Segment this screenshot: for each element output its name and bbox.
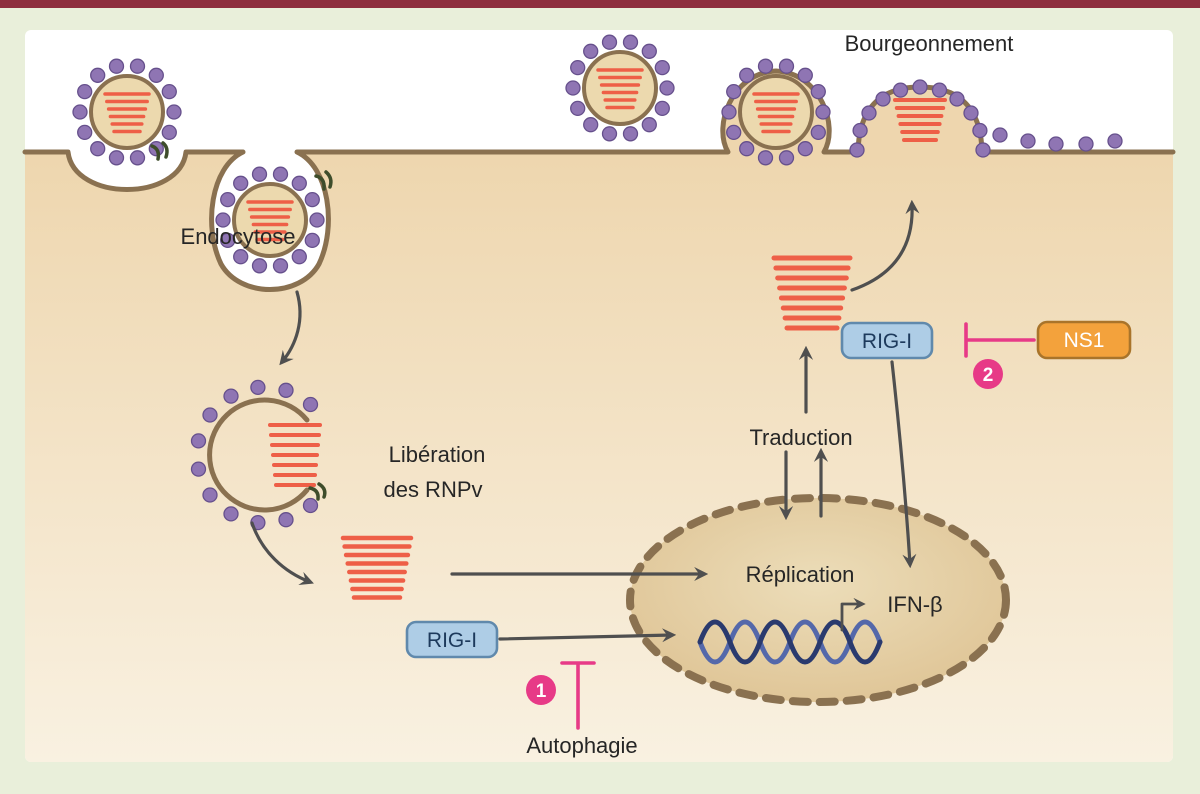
- step-1-badge: 1: [526, 675, 556, 705]
- spike-ring: [721, 58, 831, 166]
- rnp-segments: [103, 92, 151, 134]
- dna-helix-icon: [697, 619, 883, 665]
- receptor-icon: [314, 170, 333, 191]
- rnp-segments: [752, 92, 800, 134]
- ns1-box: NS1: [1036, 320, 1132, 360]
- arrow-to-budding: [850, 199, 920, 292]
- label-replication: Réplication: [746, 562, 855, 587]
- rigi-box-sensor: RIG-I: [840, 321, 934, 360]
- step-2-number: 2: [983, 365, 994, 386]
- step-1-number: 1: [536, 681, 547, 702]
- endosome-release: [190, 379, 327, 531]
- label-traduction: Traduction: [749, 425, 852, 450]
- top-accent-bar: [0, 0, 1200, 8]
- arrow-rnp-release: [250, 521, 314, 586]
- cytoplasm: [25, 71, 1173, 762]
- rnp-stack-cytoplasm: [340, 535, 414, 600]
- inhibition-2-tbar: [964, 322, 1036, 358]
- virion-endocytosed: [215, 166, 325, 274]
- label-endocytose: Endocytose: [181, 224, 296, 249]
- rigi-label: RIG-I: [427, 629, 477, 652]
- arrow-rigi-to-ifn: [890, 360, 917, 569]
- virion-free: [565, 34, 675, 142]
- rnp-segments: [893, 98, 947, 142]
- label-autophagie: Autophagie: [526, 733, 637, 758]
- loose-spikes: [992, 127, 1123, 152]
- spike-ring: [215, 166, 325, 274]
- step-2-badge: 2: [973, 359, 1003, 389]
- nucleus: Réplication IFN-β: [626, 494, 1010, 706]
- rnp-segments: [596, 68, 644, 110]
- rnp-segments: [268, 423, 322, 487]
- transcription-arrow-icon: [840, 597, 866, 632]
- label-ifn-beta: IFN-β: [887, 592, 942, 617]
- spike-ring: [849, 79, 991, 158]
- inhibition-1-tbar: [560, 661, 596, 730]
- spike-ring: [565, 34, 675, 142]
- rnp-segments: [246, 200, 294, 242]
- label-bourgeonnement: Bourgeonnement: [845, 31, 1014, 56]
- label-liberation-2: des RNPv: [383, 477, 482, 502]
- rigi-label: RIG-I: [862, 330, 912, 353]
- virion-budding: [721, 58, 831, 166]
- rnp-stack-traduction: [771, 255, 853, 331]
- virion-attaching: [72, 58, 182, 166]
- arrow-endocytosis-progress: [279, 290, 302, 366]
- receptor-icon: [150, 141, 169, 161]
- spike-ring: [190, 379, 319, 531]
- spike-ring: [72, 58, 182, 166]
- arrow-rigi-to-nucleus: [498, 628, 677, 643]
- bud-forming: [849, 79, 991, 158]
- receptor-icon: [308, 482, 327, 501]
- ns1-label: NS1: [1064, 329, 1105, 352]
- label-liberation-1: Libération: [389, 442, 486, 467]
- rigi-box-cytoplasm: RIG-I: [405, 620, 499, 659]
